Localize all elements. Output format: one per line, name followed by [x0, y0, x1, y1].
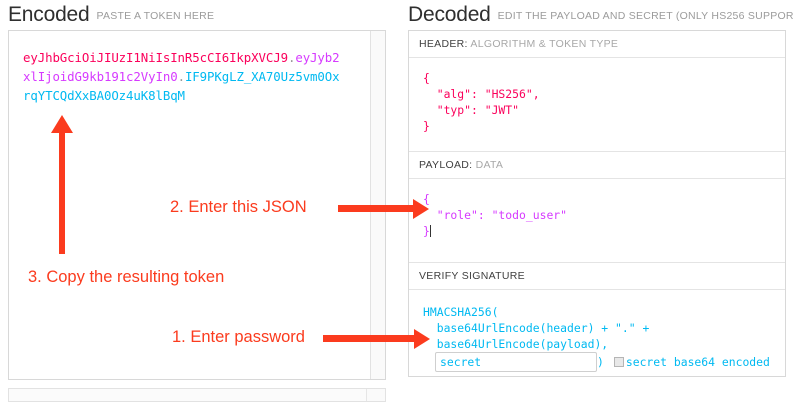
secret-base64-checkbox[interactable] — [613, 357, 624, 367]
annotation-step-1: 1. Enter password — [172, 328, 305, 346]
decoded-column-title: Decoded EDIT THE PAYLOAD AND SECRET (ONLY… — [408, 3, 793, 27]
decoded-panel: HEADER: ALGORITHM & TOKEN TYPE { "alg": … — [408, 30, 786, 377]
arrow-to-secret-icon — [323, 328, 430, 349]
secret-base64-label: secret base64 encoded — [625, 355, 770, 369]
signature-verify-block: HMACSHA256( base64UrlEncode(header) + ".… — [409, 290, 785, 390]
header-section-label-strong: HEADER: — [419, 38, 468, 50]
hmac-line-1: HMACSHA256( — [423, 305, 499, 319]
token-separator-2: . — [177, 69, 185, 84]
annotation-step-3: 3. Copy the resulting token — [28, 268, 225, 286]
encoded-token-text[interactable]: eyJhbGciOiJIUzI1NiIsInR5cCI6IkpXVCJ9.eyJ… — [23, 48, 343, 105]
hmac-line-3: base64UrlEncode(payload), — [423, 337, 609, 351]
payload-section-label-rest: DATA — [475, 159, 504, 171]
arrow-up-to-token-icon — [51, 115, 73, 254]
text-caret — [429, 225, 431, 237]
header-section-label: HEADER: ALGORITHM & TOKEN TYPE — [409, 31, 785, 58]
base64-encoded-row: ) secret base64 encoded — [597, 355, 770, 369]
token-signature-part: IF9PKgLZ_XA70Uz5vm0OxrqYTCQdXxBA0Oz4uK8l… — [23, 69, 340, 103]
header-section-label-rest: ALGORITHM & TOKEN TYPE — [470, 38, 619, 50]
encoded-horizontal-scrollbar-thumb[interactable] — [9, 389, 367, 401]
encoded-column-title: Encoded PASTE A TOKEN HERE — [8, 3, 214, 27]
arrow-to-payload-icon — [338, 198, 429, 219]
payload-section-label-strong: PAYLOAD: — [419, 159, 473, 171]
annotation-step-2: 2. Enter this JSON — [170, 198, 307, 216]
payload-json-editor[interactable]: { "role": "todo_user" } — [409, 179, 785, 263]
signature-section-label-strong: VERIFY SIGNATURE — [419, 270, 525, 282]
secret-input[interactable] — [435, 352, 597, 372]
payload-json-text: { "role": "todo_user" } — [423, 192, 568, 238]
encoded-subtitle-text: PASTE A TOKEN HERE — [96, 10, 215, 22]
decoded-title-text: Decoded — [408, 3, 491, 26]
token-payload-part: eyJyb2xlIjoidG9kb191c2VyIn0 — [23, 50, 340, 84]
encoded-title-text: Encoded — [8, 3, 90, 26]
hmac-line-2: base64UrlEncode(header) + "." + — [423, 321, 650, 335]
payload-section-label: PAYLOAD: DATA — [409, 152, 785, 179]
header-json-editor[interactable]: { "alg": "HS256", "typ": "JWT" } — [409, 58, 785, 152]
encoded-horizontal-scrollbar[interactable] — [8, 388, 386, 402]
token-header-part: eyJhbGciOiJIUzI1NiIsInR5cCI6IkpXVCJ9 — [23, 50, 288, 65]
decoded-subtitle-text: EDIT THE PAYLOAD AND SECRET (ONLY HS256 … — [497, 10, 793, 22]
signature-section-label: VERIFY SIGNATURE — [409, 263, 785, 290]
closing-paren: ) — [597, 355, 604, 369]
token-separator-1: . — [287, 50, 296, 65]
